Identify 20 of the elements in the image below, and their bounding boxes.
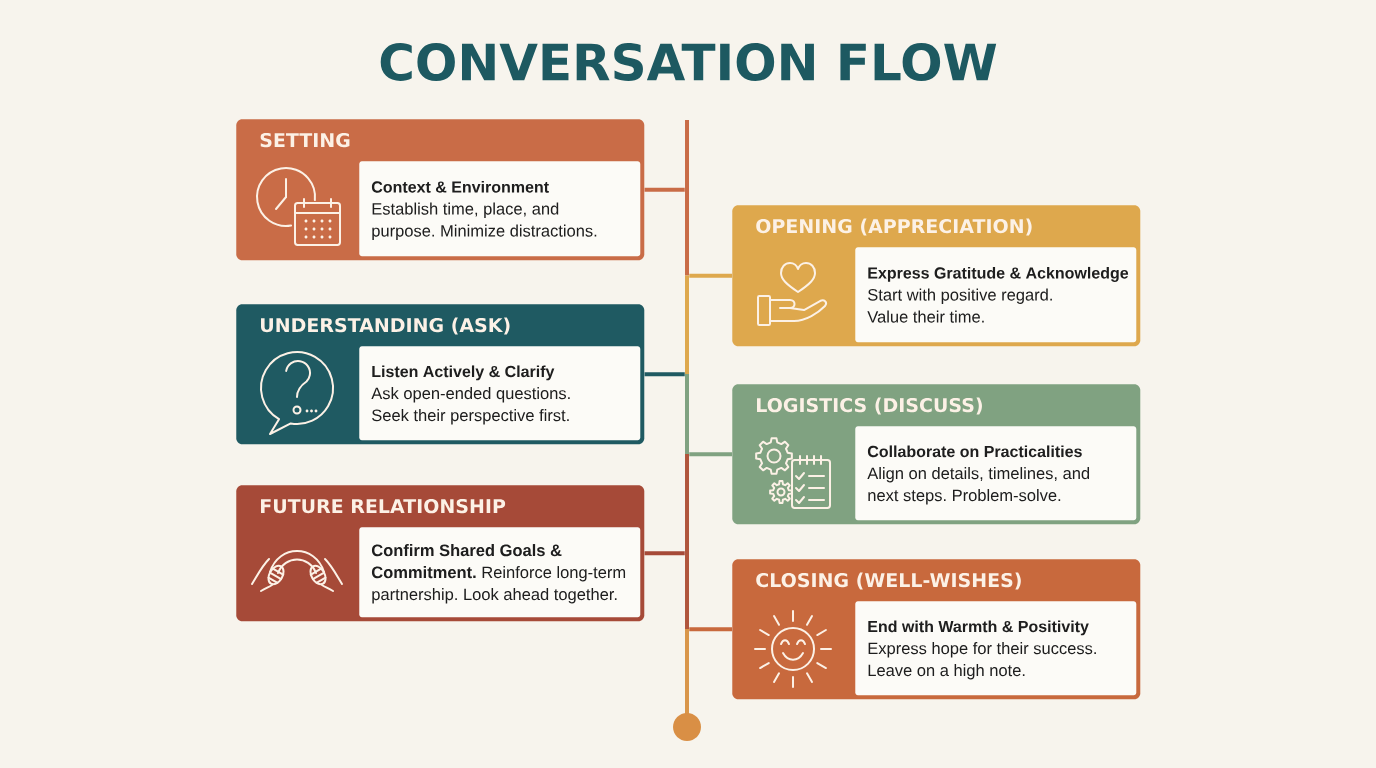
- text-panel: Listen Actively & Clarify Ask open-ended questions. Seek their perspective first.: [359, 346, 641, 441]
- card-heading: UNDERSTANDING (ASK): [261, 317, 510, 335]
- connector-line: [689, 273, 732, 278]
- text-panel: Collaborate on Practicalities Align on details, timelines, and next steps. Problem-solve.: [855, 426, 1137, 521]
- card-heading: FUTURE RELATIONSHIP: [261, 498, 506, 514]
- connector-line: [644, 372, 685, 377]
- connector-line: [689, 627, 732, 632]
- card-heading: LOGISTICS (DISCUSS): [757, 397, 982, 415]
- title: CONVERSATION FLOW: [380, 43, 997, 81]
- connector-line: [689, 452, 732, 457]
- text-panel: End with Warmth & Positivity Express hope for their success. Leave on a high note.: [855, 601, 1137, 696]
- card-heading: OPENING (APPRECIATION): [756, 218, 1032, 236]
- card-heading: CLOSING (WELL-WISHES): [756, 572, 1021, 590]
- text-panel: Context & Environment Establish time, place, and purpose. Minimize distractions.: [359, 161, 641, 257]
- connector-line: [644, 551, 685, 556]
- text-panel: Confirm Shared Goals & Commitment. Reinforce long-term partnership. Look ahead together.: [359, 527, 641, 618]
- timeline-line: [685, 120, 689, 715]
- connector-line: [644, 187, 685, 192]
- card-heading: SETTING: [260, 132, 350, 148]
- text-panel: Express Gratitude & Acknowledge Start with positive regard. Value their time.: [855, 247, 1137, 343]
